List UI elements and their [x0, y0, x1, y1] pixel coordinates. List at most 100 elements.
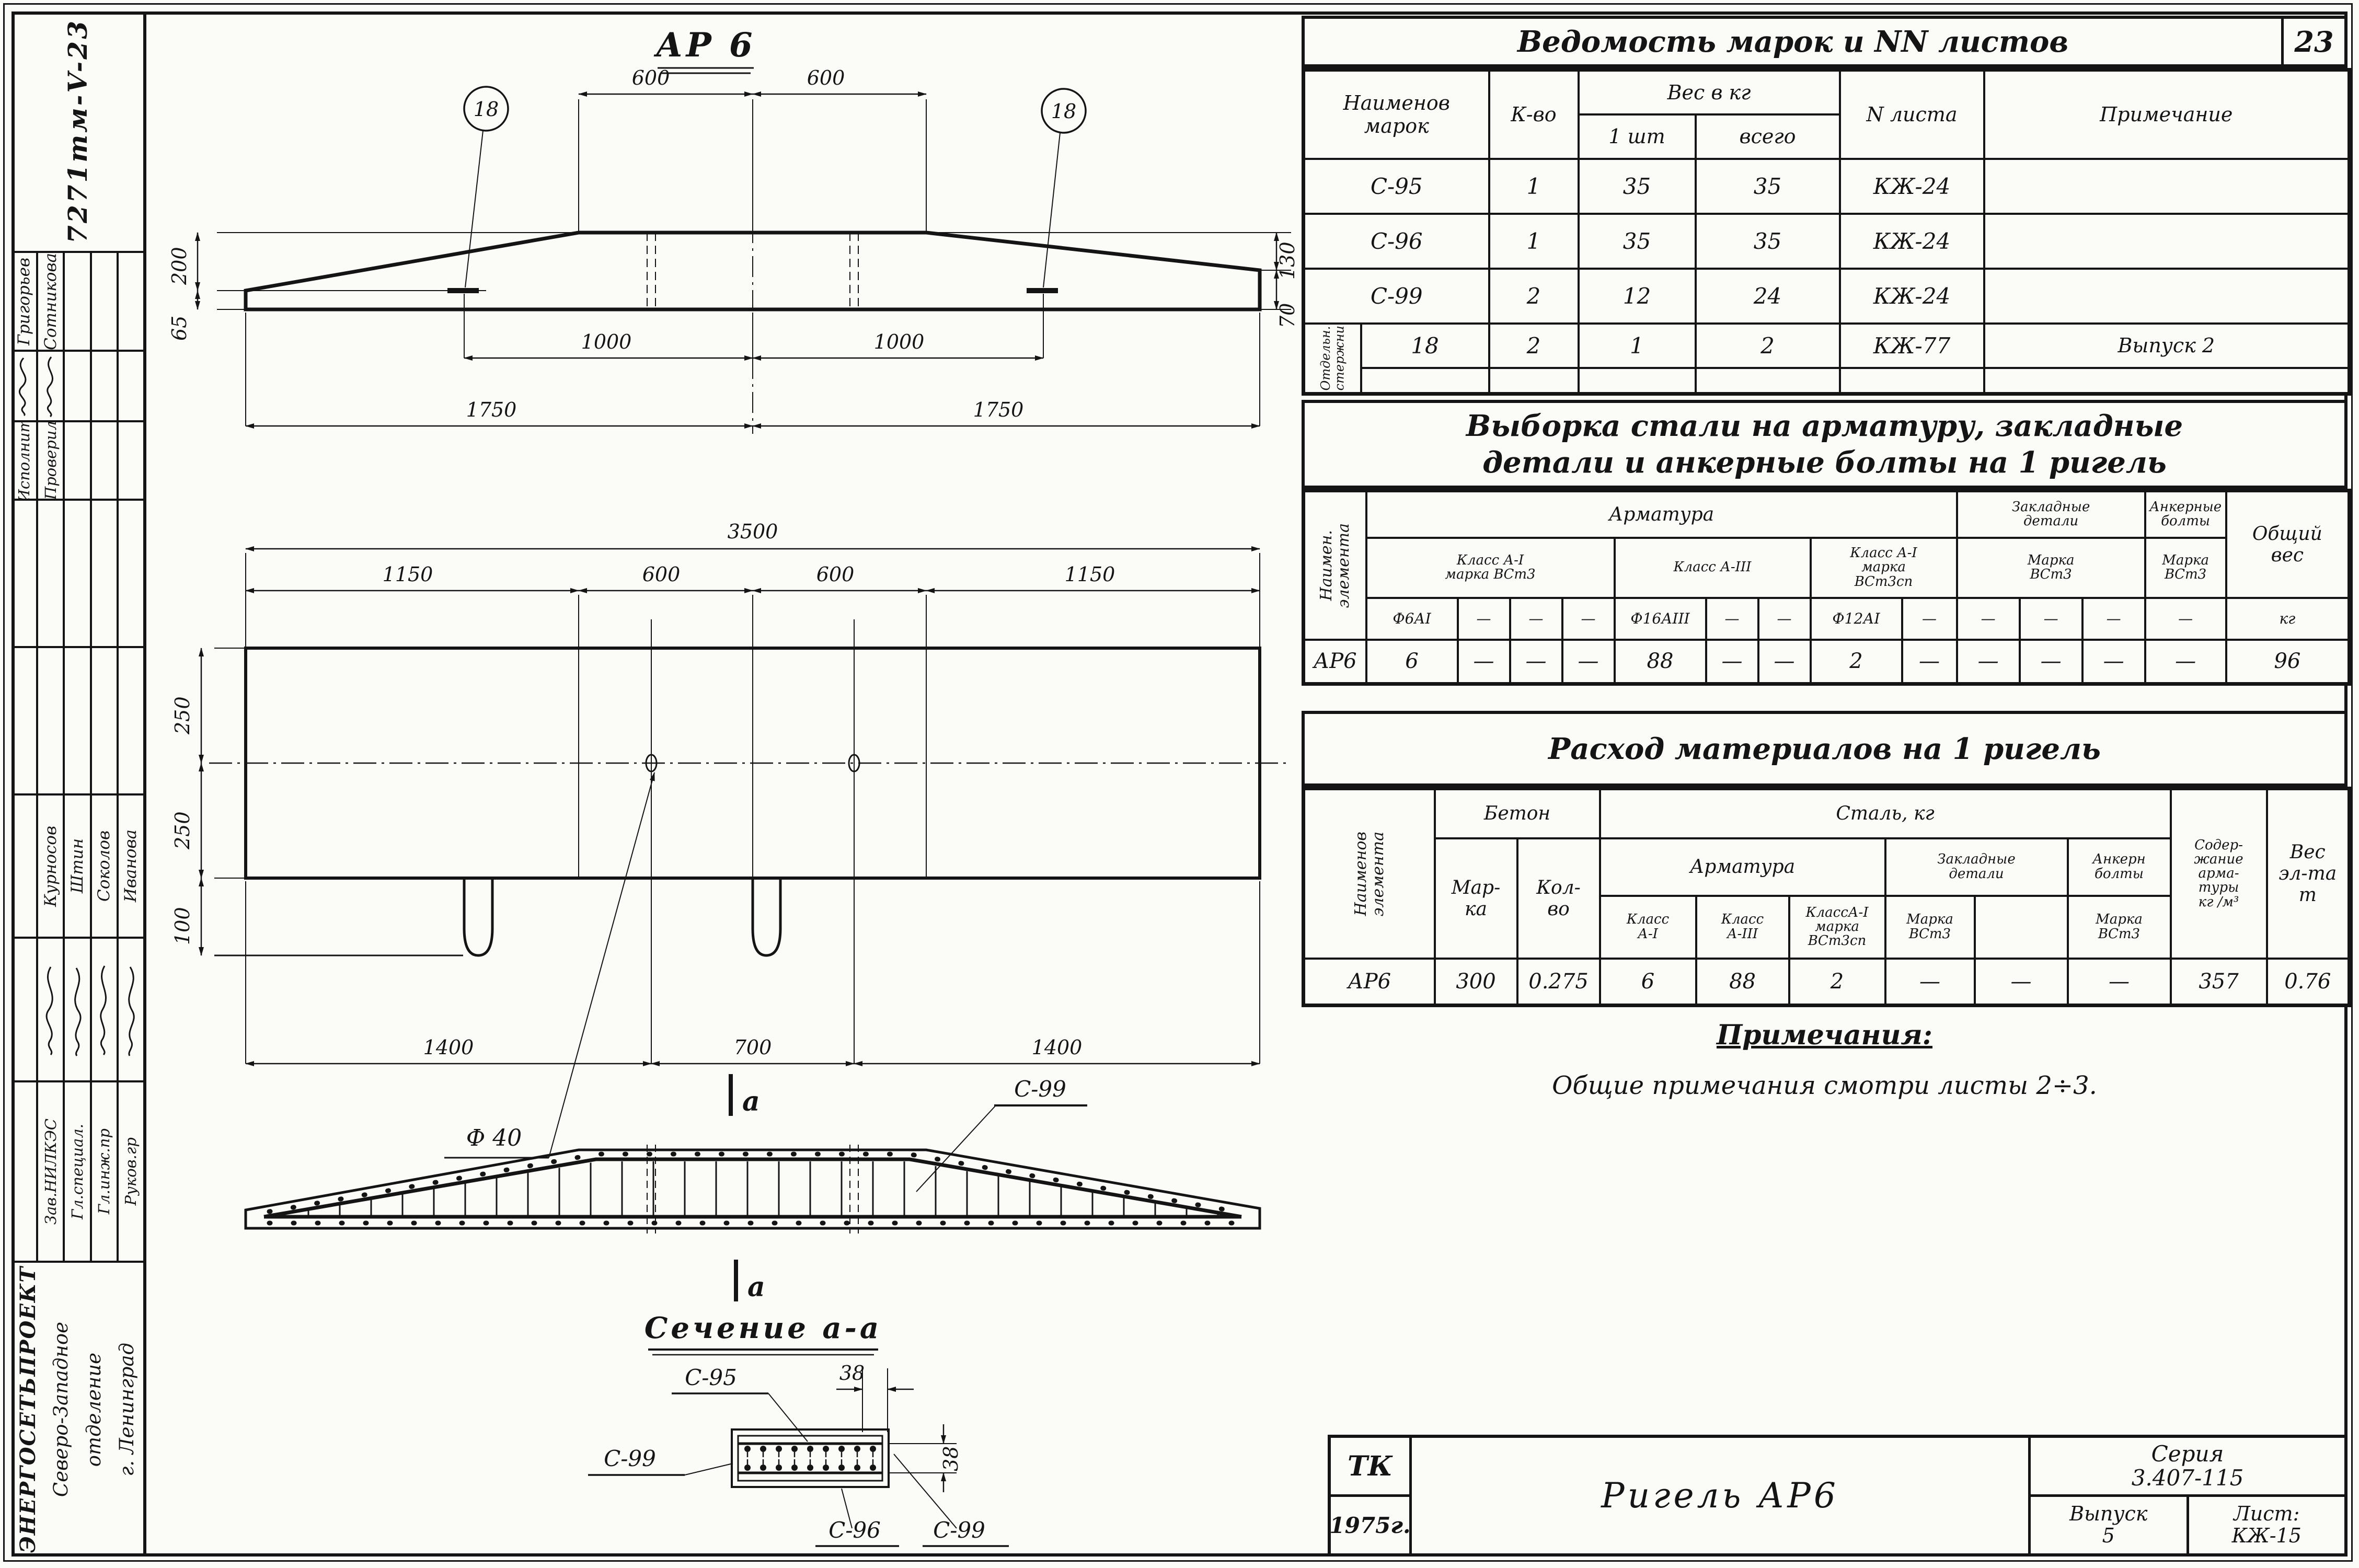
value-cell: 357	[2169, 957, 2268, 1007]
lifting-hook-right	[751, 879, 782, 957]
empty-cell	[1488, 366, 1580, 395]
empty-cell	[1577, 366, 1697, 395]
t1-special-label: Отдельн. стержни	[1318, 326, 1347, 391]
t3-h-blank	[1973, 894, 2069, 960]
sheet-label: Лист:	[2234, 1502, 2300, 1526]
element-title: Ригель АР6	[1601, 1475, 1839, 1516]
phi-cell: —	[1955, 596, 2021, 641]
t2-title-line2: детали и анкерные болты на 1 ригель	[1482, 445, 2167, 480]
issue-label: Выпуск	[2069, 1502, 2148, 1526]
executor-role: Исполнит	[15, 420, 33, 499]
mark-note	[1983, 267, 2351, 325]
table-row-empty	[1304, 366, 2351, 395]
t2-h-total: Общий вес	[2225, 489, 2351, 599]
issue-number: 5	[2102, 1524, 2115, 1547]
dim-1150-left: 1150	[383, 563, 433, 586]
stamp-row-gl-special: Штин Гл.специал.	[63, 795, 90, 1261]
stamp-row-empty	[116, 253, 144, 499]
cage-outline	[244, 1148, 1261, 1230]
signature	[11, 350, 37, 420]
notes-title: Примечания:	[1717, 1019, 1932, 1051]
signature	[118, 937, 144, 1080]
issue-cell: Выпуск 5	[2031, 1497, 2187, 1553]
label-c99-right: С-99	[933, 1517, 985, 1543]
signature	[38, 350, 63, 420]
t3-h-weight: Вес эл-та т	[2265, 787, 2351, 960]
reinforcement-view: а а С-99	[244, 1074, 1261, 1303]
table-row: Отдельн. стержни 18 2 1 2 КЖ-77 Выпуск 2	[1302, 322, 2351, 395]
stamp-row-proveril: Сотникова Проверил	[36, 253, 63, 499]
value-cell: —	[1955, 638, 2021, 685]
hole-diameter-label: Ф 40	[466, 1125, 522, 1151]
value-cell: 6	[1598, 957, 1697, 1007]
value-cell: —	[1456, 638, 1511, 685]
reference-column: Серия 3.407-115 Выпуск 5 Лист: КЖ-15	[2028, 1438, 2344, 1553]
t3-caption: Расход материалов на 1 ригель	[1302, 711, 2348, 787]
dim-200: 200	[168, 247, 191, 285]
organization-block: ЭНЕРГОСЕТЬПРОЕКТ Северо-Западное отделен…	[11, 1263, 143, 1557]
t3-h-beton: Бетон	[1433, 787, 1601, 839]
approver-name: Штин	[68, 838, 87, 894]
approver-role: Гл.специал.	[68, 1124, 86, 1219]
t3-h-marka-zak: Марка ВСт3	[1884, 894, 1976, 960]
checker-role: Проверил	[41, 421, 60, 499]
executor-name: Григорьев	[14, 257, 33, 345]
signature-scribble	[100, 965, 107, 1055]
value-cell: 2	[1788, 957, 1886, 1007]
dim-1400-left: 1400	[423, 1036, 474, 1059]
t2-h-element: Наимен. элемента	[1317, 523, 1353, 608]
t1-h-weight: Вес в кг	[1577, 68, 1841, 116]
dim-250-bottom: 250	[171, 811, 194, 850]
mark-name: С-95	[1302, 157, 1490, 215]
dim-700: 700	[734, 1036, 772, 1059]
empty-cell	[1694, 366, 1841, 395]
value-cell: —	[1509, 638, 1563, 685]
mark-name: 18	[1360, 322, 1490, 369]
dim-ext	[862, 1368, 888, 1432]
stamp-row-gl-inzh: Соколов Гл.инж.пр	[89, 795, 117, 1261]
t3-h-content: Содер- жание арма- туры кг /м³	[2169, 787, 2268, 960]
value-cell: —	[2018, 638, 2084, 685]
signature-scribble	[74, 967, 82, 1056]
t2-h-class-a1: Класс А-I марка ВСт3	[1365, 536, 1616, 599]
t3-h-marka: Мар- ка	[1433, 837, 1518, 960]
total-weight: 96	[2225, 638, 2351, 685]
value-cell: 88	[1695, 957, 1790, 1007]
stamp-row-empty	[89, 253, 117, 499]
t2-title-line1: Выборка стали на арматуру, закладные	[1466, 409, 2183, 443]
notes-body: Общие примечания смотри листы 2÷3.	[1552, 1071, 2097, 1100]
plan-view: 3500 1150 600 600 1150 250 250 100	[171, 520, 1291, 1159]
dim-600-right: 600	[816, 563, 855, 586]
phi-cell: Ф12АI	[1809, 596, 1903, 641]
t3-h-class-a1sp: КлассА-I марка ВСт3сп	[1788, 894, 1886, 960]
approver-role: Гл.инж.пр	[95, 1128, 113, 1215]
element-name: АР6	[1302, 638, 1367, 685]
mark-qty: 2	[1488, 267, 1580, 325]
approver-name: Курносов	[41, 825, 60, 907]
t2-h-armatura: Арматура	[1365, 489, 1958, 539]
dim-250-top: 250	[171, 696, 194, 735]
t2-diameter-row: Ф6АI — — — Ф16АIII — — Ф12АI — — — — — к…	[1304, 596, 2351, 641]
stamp-row-empty	[11, 795, 37, 1261]
phi-cell: —	[1561, 596, 1616, 641]
callout-18-left: 18	[474, 98, 499, 121]
top-chord-dots	[267, 1151, 1239, 1214]
signature-scribble	[128, 966, 135, 1056]
marks-table: Наименов марок К-во Вес в кг N листа При…	[1302, 68, 2352, 396]
phi-cell: Ф16АIII	[1613, 596, 1707, 641]
t1-h-w1: 1 шт	[1577, 113, 1697, 160]
dim-3500: 3500	[728, 520, 778, 543]
mark-note: Выпуск 2	[1983, 322, 2351, 369]
dim-600-left: 600	[632, 66, 670, 89]
table-row: С-99 2 12 24 КЖ-24	[1302, 267, 2351, 325]
t2-h-marka-ank: Марка ВСт3	[2144, 536, 2227, 599]
approver-name: Иванова	[121, 829, 141, 903]
steel-selection-table: Наимен. элемента Арматура Закладные дета…	[1302, 489, 2352, 686]
org-city: г. Ленинград	[116, 1343, 138, 1477]
dim-ext	[578, 595, 927, 878]
t1-h-wall: всего	[1694, 113, 1841, 160]
t3-h-zakladnye: Закладные детали	[1884, 837, 2069, 897]
signature	[65, 937, 90, 1080]
year: 1975г.	[1329, 1494, 1411, 1553]
t3-h-kolvo: Кол- во	[1516, 837, 1601, 960]
